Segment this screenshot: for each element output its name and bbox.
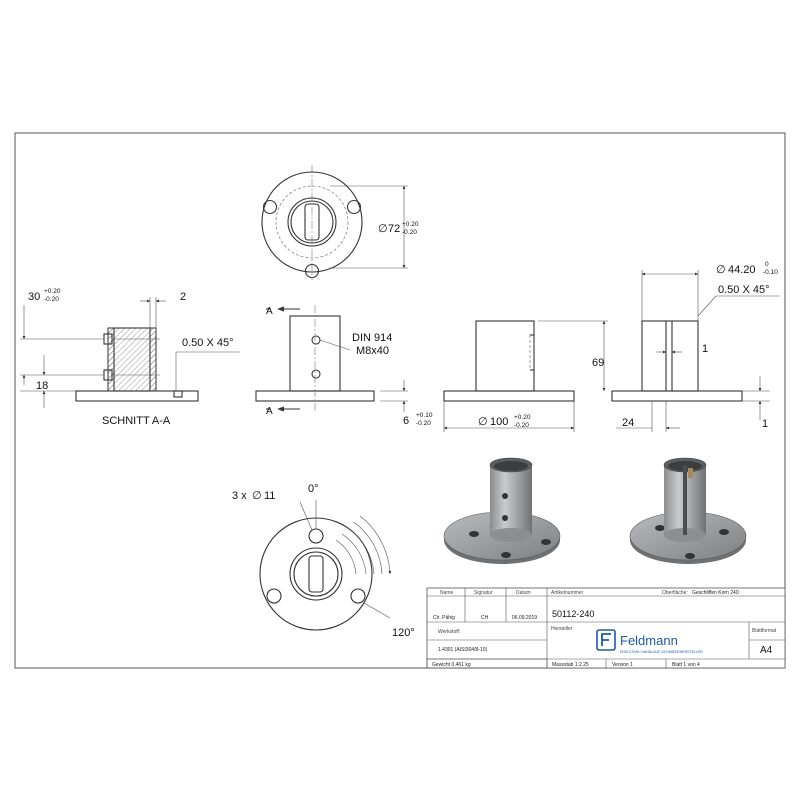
- dim-1a: 1: [702, 343, 708, 355]
- dim-diameter-100-symbol: ∅: [478, 416, 488, 428]
- dim-diameter-100-tol-upper: +0.20: [514, 414, 531, 421]
- dim-diameter-44: 44.20: [728, 264, 756, 276]
- tb-company: Feldmann: [620, 633, 678, 648]
- tb-oberflaeche: Geschliffen Korn 240: [692, 590, 739, 596]
- render-3d-left: [443, 457, 561, 564]
- tb-oberflaeche-label: Oberfläche:: [662, 590, 688, 596]
- tb-version: Version 1: [612, 662, 633, 668]
- side-view: [443, 320, 608, 432]
- tb-hdr-datum: Datum: [516, 590, 531, 596]
- tb-datum: 06.09.2019: [512, 615, 537, 621]
- tb-signatur: CH: [481, 615, 489, 621]
- section-marker-top: A: [266, 306, 273, 317]
- dim-30: 30: [28, 291, 40, 303]
- dim-chamfer-left: 0.50 X 45°: [182, 337, 234, 349]
- tb-artikelnummer-label: Artikelnummer: [551, 590, 584, 596]
- tb-company-sub: EDELSTAHL-HANDLAUF-SCHMIEDEHERSTELLER: [620, 650, 703, 654]
- dim-chamfer-right: 0.50 X 45°: [718, 284, 770, 296]
- tb-massstab: Massstab 1:2.25: [552, 662, 589, 668]
- section-view: [20, 297, 240, 408]
- tb-name: Ch. Pähig: [433, 615, 455, 621]
- tb-werkstoff-label: Werkstoff:: [438, 629, 460, 635]
- dim-6-tol-lower: -0.20: [416, 420, 431, 427]
- angle-0: 0°: [308, 483, 319, 495]
- section-title: SCHNITT A-A: [102, 415, 171, 427]
- tb-werkstoff: 1.4301 (AISI304/8-10): [438, 647, 488, 653]
- dim-diameter-44-symbol: ∅: [716, 264, 726, 276]
- section-marker-bottom: A: [266, 406, 273, 417]
- thread-standard: DIN 914: [352, 332, 392, 344]
- front-view: [255, 305, 408, 412]
- thread-size: M8x40: [356, 345, 389, 357]
- dim-6: 6: [403, 415, 409, 427]
- dim-diameter-44-tol-lower: -0.10: [763, 269, 778, 276]
- title-block: [426, 587, 786, 669]
- dim-1b: 1: [762, 418, 768, 430]
- top-view: [261, 165, 408, 280]
- tb-artikelnummer: 50112-240: [552, 609, 594, 619]
- dim-diameter-72-tol-upper: +0.20: [402, 221, 419, 228]
- holes-diameter: 11: [264, 490, 275, 502]
- dim-24: 24: [622, 417, 634, 429]
- tb-hdr-name: Name: [440, 590, 454, 596]
- dim-diameter-100: 100: [490, 416, 508, 428]
- slot-view: [611, 270, 780, 432]
- dim-diameter-44-tol-upper: 0: [765, 261, 769, 268]
- holes-count: 3 x: [232, 490, 247, 502]
- sheet-border: [14, 132, 786, 669]
- dim-18: 18: [36, 380, 48, 392]
- tb-blattformat: A4: [760, 645, 773, 656]
- holes-diameter-symbol: ∅: [252, 490, 262, 502]
- bottom-view: [259, 500, 392, 631]
- feldmann-logo-icon: [596, 629, 616, 651]
- dim-diameter-72-tol-lower: -0.20: [402, 229, 417, 236]
- dim-diameter-100-tol-lower: -0.20: [514, 422, 529, 429]
- dim-2: 2: [180, 291, 186, 303]
- dim-30-tol-lower: -0.20: [44, 296, 59, 303]
- tb-hersteller-label: Hersteller: [551, 626, 573, 632]
- tb-blatt: Blatt 1 von 4: [672, 662, 700, 668]
- dim-69: 69: [592, 357, 604, 369]
- dim-diameter-72-symbol: ∅: [378, 223, 388, 235]
- tb-gewicht: Gewicht 0.461 kg: [432, 662, 471, 668]
- tb-hdr-signatur: Signatur: [474, 590, 493, 596]
- angle-120: 120°: [392, 627, 415, 639]
- tb-blattformat-label: Blattformat: [752, 628, 777, 634]
- dim-30-tol-upper: +0.20: [44, 288, 61, 295]
- dim-6-tol-upper: +0.10: [416, 412, 433, 419]
- dim-diameter-72: 72: [388, 223, 400, 235]
- render-3d-right: [629, 457, 747, 564]
